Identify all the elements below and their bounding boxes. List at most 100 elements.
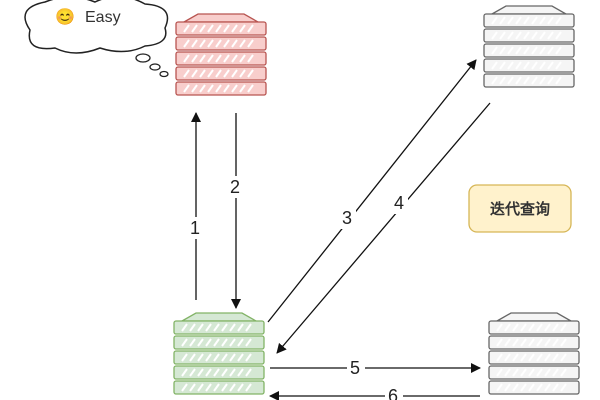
server-hatch [504,368,511,377]
server-hatch [215,84,222,93]
server-hatch [531,76,538,85]
server-hatch [197,383,204,392]
arrow-label-2: 2 [230,177,240,197]
server-rack-unit [483,73,575,88]
arrow-labels: 1 2 3 4 5 6 [187,176,408,400]
arrow-label-5: 5 [350,358,360,378]
server-hatch [215,39,222,48]
server-hatch [512,368,519,377]
server-hatch [499,76,506,85]
server-hatch [237,338,244,347]
server-hatch [181,353,188,362]
server-hatch [536,383,543,392]
server-hatch [507,76,514,85]
server-hatch [221,383,228,392]
dns-server-tld [483,5,575,88]
server-hatch [213,338,220,347]
server-hatch [499,61,506,70]
server-hatch [560,368,567,377]
server-hatch [491,31,498,40]
server-hatch [515,61,522,70]
server-hatch [205,368,212,377]
thought-bubble-dot-medium [149,63,161,71]
server-hatch [237,383,244,392]
server-hatch [544,338,551,347]
server-hatch [515,31,522,40]
server-hatch [245,353,252,362]
server-hatch [555,76,562,85]
dns-server-local [173,312,265,395]
server-hatch [555,46,562,55]
server-rack-unit [483,28,575,43]
server-hatch [507,46,514,55]
server-hatch [504,323,511,332]
server-hatch [536,323,543,332]
server-hatch [491,76,498,85]
server-hatch [231,69,238,78]
server-rack-unit [488,350,580,365]
server-hatch [239,24,246,33]
server-hatch [536,338,543,347]
server-hatch [515,16,522,25]
server-hatch [221,338,228,347]
server-hatch [189,368,196,377]
note-text: 迭代查询 [490,200,550,218]
server-hatch [231,39,238,48]
server-hatch [191,39,198,48]
server-hatch [512,383,519,392]
server-hatch [552,323,559,332]
server-hatch [247,24,254,33]
server-hatch [496,383,503,392]
server-hatch [523,46,530,55]
server-hatch [528,338,535,347]
server-hatch [215,24,222,33]
server-hatch [496,368,503,377]
server-hatch [520,383,527,392]
server-rack-unit [488,365,580,380]
note-box [468,184,572,233]
server-hatch [181,368,188,377]
server-hatch [191,69,198,78]
server-hatch [523,31,530,40]
server-hatch [520,368,527,377]
server-hatch [547,46,554,55]
server-hatch [229,383,236,392]
server-hatch [221,368,228,377]
server-hatch [520,323,527,332]
server-rack-unit [173,350,265,365]
server-hatch [544,353,551,362]
server-hatch [491,46,498,55]
server-hatch [504,338,511,347]
server-hatch [223,39,230,48]
server-hatch [555,31,562,40]
server-hatch [247,84,254,93]
server-hatch [183,24,190,33]
dns-server-root [175,13,267,96]
server-hatch [507,61,514,70]
server-hatch [523,76,530,85]
thought-bubble-dot-large [135,53,151,63]
server-hatch [544,323,551,332]
server-hatch [528,368,535,377]
server-hatch [183,69,190,78]
server-hatch [555,61,562,70]
server-hatch [560,353,567,362]
server-hatch [547,76,554,85]
server-hatch [229,338,236,347]
server-hatch [515,46,522,55]
server-hatch [207,54,214,63]
server-rack-unit [175,51,267,66]
server-hatch [523,16,530,25]
server-hatch [237,323,244,332]
thought-bubble: 😊 Easy [24,0,169,78]
server-hatch [213,353,220,362]
server-hatch [547,31,554,40]
server-hatch [189,353,196,362]
server-hatch [515,76,522,85]
server-hatch [531,61,538,70]
server-hatch [229,368,236,377]
server-hatch [539,61,546,70]
server-rack-unit [173,365,265,380]
server-hatch [531,46,538,55]
